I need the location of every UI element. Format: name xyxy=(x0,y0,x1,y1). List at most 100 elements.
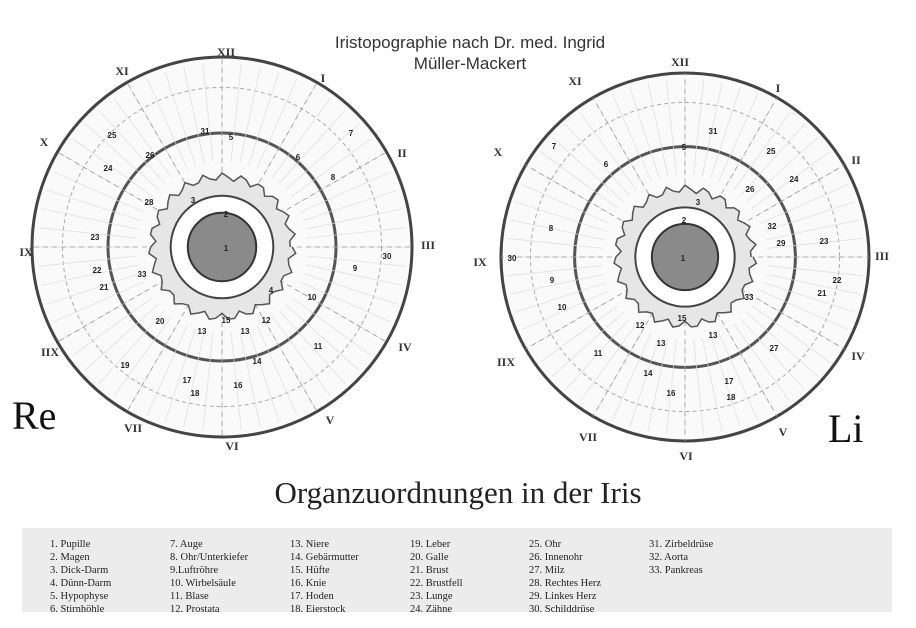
iris-fiber xyxy=(271,97,331,179)
iris-fiber xyxy=(146,324,188,416)
organ-number: 30 xyxy=(383,252,392,261)
legend-item: 24. Zähne xyxy=(410,604,452,615)
legend-item: 11. Blase xyxy=(170,591,209,602)
organ-number: 16 xyxy=(234,381,243,390)
clock-numeral: IV xyxy=(851,349,865,363)
iris-fiber xyxy=(41,208,139,230)
iris-fiber xyxy=(306,227,406,239)
iris-fiber xyxy=(72,296,154,356)
sector-line xyxy=(592,304,658,417)
organ-number: 26 xyxy=(746,185,755,194)
iris-fiber xyxy=(53,281,145,323)
iris-fiber xyxy=(305,208,403,230)
organ-number: 20 xyxy=(156,317,165,326)
clock-numeral: X xyxy=(40,135,49,149)
legend-item: 16. Knie xyxy=(290,578,327,589)
iris-fiber xyxy=(290,296,372,356)
clock-numeral: II xyxy=(397,146,407,160)
organ-number: 24 xyxy=(104,164,113,173)
left-eye-label: Li xyxy=(828,406,864,451)
iris-fiber xyxy=(239,66,261,164)
iris-fiber xyxy=(248,328,280,423)
organ-number: 12 xyxy=(636,321,645,330)
iris-fiber xyxy=(164,328,196,423)
organ-number: 1 xyxy=(224,244,229,253)
iris-fiber xyxy=(278,109,346,184)
organ-number: 12 xyxy=(262,316,271,325)
legend-item: 25. Ohr xyxy=(529,539,562,550)
organ-number: 25 xyxy=(108,131,117,140)
iris-fiber xyxy=(647,337,669,432)
sector-line xyxy=(250,82,318,198)
clock-numeral: IX xyxy=(19,245,33,259)
iris-fiber xyxy=(84,303,159,371)
iris-fiber xyxy=(303,189,398,221)
legend-item: 15. Hüfte xyxy=(290,565,330,576)
legend-item: 23. Lunge xyxy=(410,591,453,602)
clock-numeral: IIX xyxy=(41,345,59,359)
iris-fiber xyxy=(693,79,705,175)
iris-fiber xyxy=(38,227,138,239)
legend-item: 6. Stirnhöhle xyxy=(50,604,105,615)
organ-number: 18 xyxy=(727,393,736,402)
iris-fiber xyxy=(740,124,805,196)
legend-item: 20. Galle xyxy=(410,552,449,563)
organ-number: 5 xyxy=(682,143,687,152)
sector-line xyxy=(525,284,638,350)
iris-fiber xyxy=(733,112,791,191)
iris-fiber xyxy=(183,66,205,164)
iris-fiber xyxy=(239,330,261,428)
organ-number: 15 xyxy=(678,314,687,323)
iris-fiber xyxy=(84,123,159,191)
iris-fiber xyxy=(751,305,830,363)
organ-number: 8 xyxy=(331,173,336,182)
iris-fiber xyxy=(98,310,166,385)
clock-numeral: I xyxy=(321,71,326,85)
organ-number: 13 xyxy=(198,327,207,336)
iris-fiber xyxy=(521,290,610,330)
iris-fiber xyxy=(507,265,603,277)
organ-number: 14 xyxy=(644,369,653,378)
iris-fiber xyxy=(540,151,619,209)
iris-fiber xyxy=(629,87,660,179)
organ-number: 3 xyxy=(191,196,196,205)
legend-item: 2. Magen xyxy=(50,552,90,563)
iris-fiber xyxy=(113,97,173,179)
organ-number: 30 xyxy=(508,254,517,263)
iris-fiber xyxy=(701,337,723,432)
iris-fiber xyxy=(271,315,331,397)
iris-fiber xyxy=(765,219,860,241)
clock-numeral: V xyxy=(779,425,788,439)
sector-line xyxy=(592,97,658,210)
legend-item: 29. Linkes Herz xyxy=(529,591,597,602)
organ-number: 21 xyxy=(818,289,827,298)
legend-item: 18. Eierstock xyxy=(290,604,346,615)
iris-fiber xyxy=(765,273,860,295)
organ-number: 17 xyxy=(183,376,192,385)
clock-numeral: II xyxy=(851,153,861,167)
iris-fiber xyxy=(507,237,603,249)
clock-numeral: III xyxy=(421,238,435,252)
clock-numeral: IIX xyxy=(497,355,515,369)
legend-item: 7. Auge xyxy=(170,539,203,550)
pupil xyxy=(650,222,720,292)
iris-fiber xyxy=(515,282,607,313)
iris-fiber xyxy=(38,255,138,267)
iris-fiber xyxy=(202,63,214,163)
organ-number: 22 xyxy=(833,276,842,285)
organ-number: 9 xyxy=(353,264,358,273)
iris-fiber xyxy=(299,171,391,213)
iris-fiber xyxy=(579,112,637,191)
iris-fiber xyxy=(164,71,196,166)
iris-fiber xyxy=(256,78,298,170)
iris-fiber xyxy=(510,219,605,241)
clock-numeral: X xyxy=(494,145,503,159)
iris-fiber xyxy=(98,109,166,184)
iris-fiber xyxy=(767,265,863,277)
organ-number: 16 xyxy=(667,389,676,398)
clock-numeral: V xyxy=(326,413,335,427)
